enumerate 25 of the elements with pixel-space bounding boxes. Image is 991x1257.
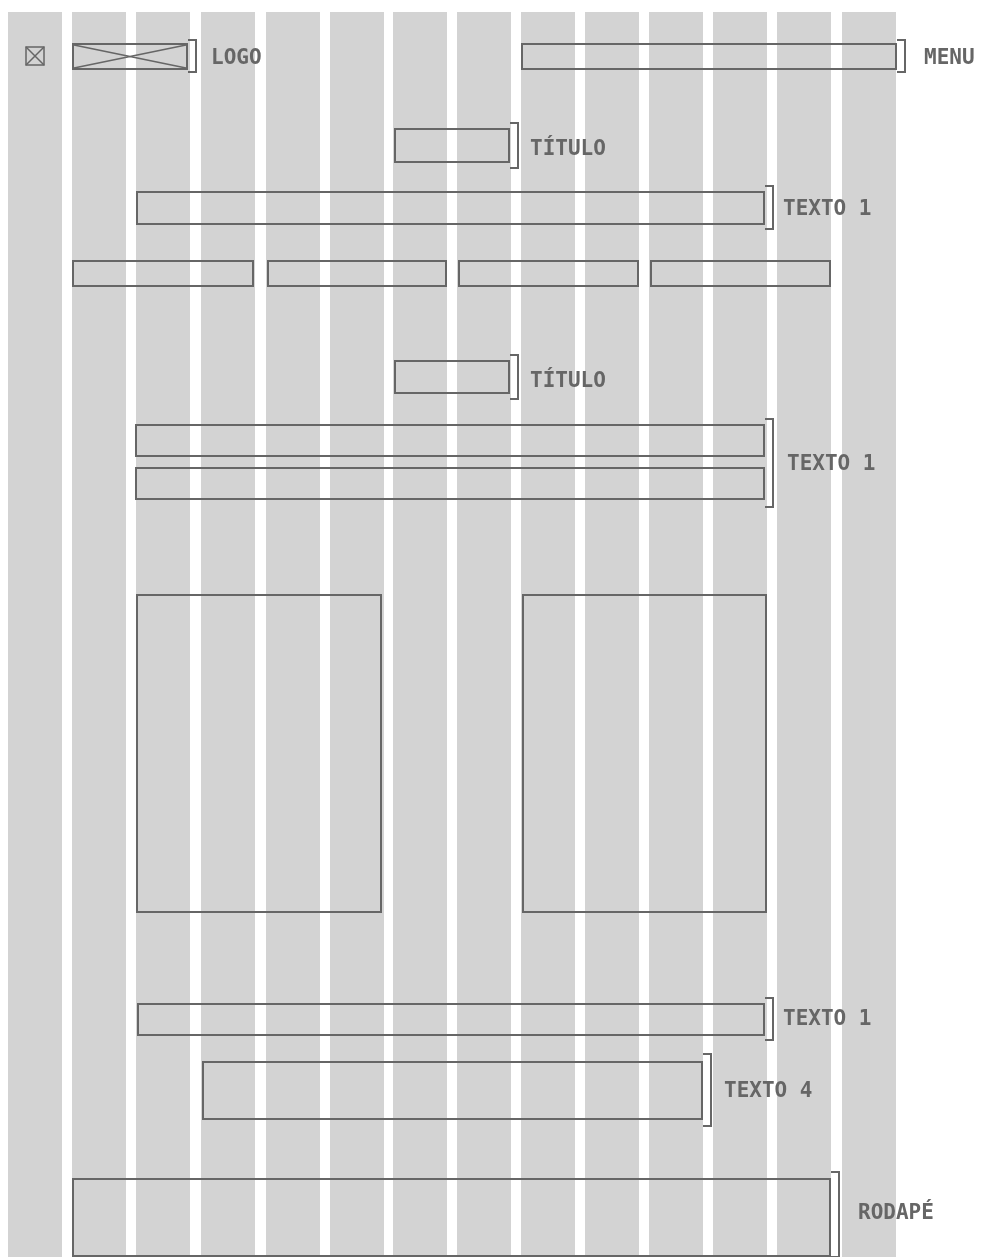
placeholder-box bbox=[522, 594, 767, 913]
placeholder-box bbox=[521, 43, 897, 70]
section-label: MENU bbox=[924, 45, 975, 69]
placeholder-box bbox=[267, 260, 447, 287]
section-label: LOGO bbox=[211, 45, 262, 69]
section-label: RODAPÉ bbox=[858, 1200, 934, 1224]
placeholder-box bbox=[650, 260, 831, 287]
placeholder-box bbox=[72, 1178, 831, 1257]
section-label: TÍTULO bbox=[530, 368, 606, 392]
placeholder-box bbox=[136, 594, 382, 913]
placeholder-box bbox=[136, 191, 765, 225]
placeholder-box bbox=[394, 360, 510, 394]
section-label: TEXTO 1 bbox=[783, 196, 872, 220]
placeholder-box bbox=[202, 1061, 703, 1120]
placeholder-box bbox=[135, 467, 765, 500]
placeholder-box bbox=[458, 260, 639, 287]
placeholder-box bbox=[135, 424, 765, 457]
section-label: TEXTO 1 bbox=[787, 451, 876, 475]
image-placeholder bbox=[72, 43, 188, 70]
section-label: TEXTO 1 bbox=[783, 1006, 872, 1030]
section-label: TÍTULO bbox=[530, 136, 606, 160]
placeholder-box bbox=[394, 128, 510, 163]
placeholder-box bbox=[137, 1003, 765, 1036]
section-label: TEXTO 4 bbox=[724, 1078, 813, 1102]
placeholder-box bbox=[72, 260, 254, 287]
